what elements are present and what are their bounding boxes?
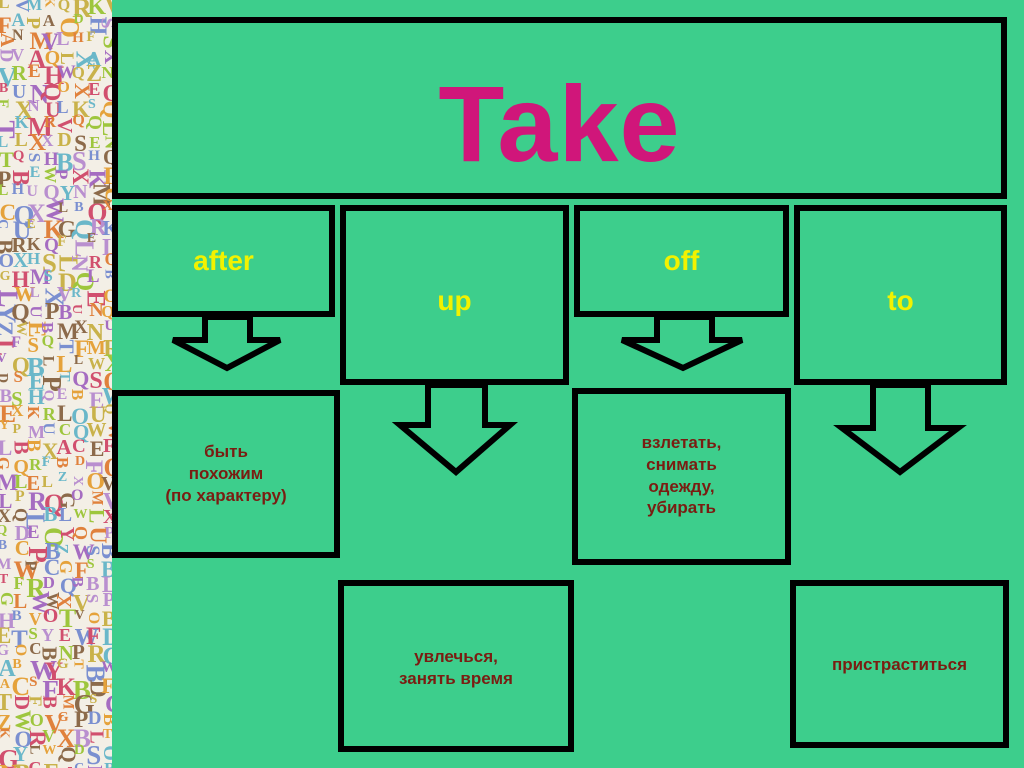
particle-up: up <box>437 285 472 316</box>
alphabet-letters-pattern: LVMKQRKVFAPAODHSANMVLHFSDVAQLXAXVREHWQZN… <box>0 0 112 768</box>
meaning-up: увлечься, занять время <box>399 647 513 688</box>
meaning-off: взлетать, снимать одежду, убирать <box>641 433 722 518</box>
meaning-box-up: увлечься, занять время <box>338 580 574 752</box>
meaning-to: пристраститься <box>831 655 968 674</box>
particle-off: off <box>663 245 700 276</box>
meaning-after: быть похожим (по характеру) <box>165 442 287 505</box>
down-arrow-icon <box>391 382 519 476</box>
particle-to: to <box>887 285 914 316</box>
meaning-box-after: быть похожим (по характеру) <box>112 390 340 558</box>
meaning-box-to: пристраститься <box>790 580 1009 748</box>
page-title: Take <box>438 63 681 184</box>
particle-box-to: to <box>794 205 1007 385</box>
down-arrow-icon <box>620 314 744 372</box>
particle-box-off: off <box>574 205 789 317</box>
meaning-box-off: взлетать, снимать одежду, убирать <box>572 388 791 565</box>
particle-after: after <box>193 245 254 276</box>
down-arrow-icon <box>833 382 967 476</box>
title-box: Take <box>112 17 1007 199</box>
particle-box-after: after <box>112 205 335 317</box>
down-arrow-icon <box>171 314 282 372</box>
